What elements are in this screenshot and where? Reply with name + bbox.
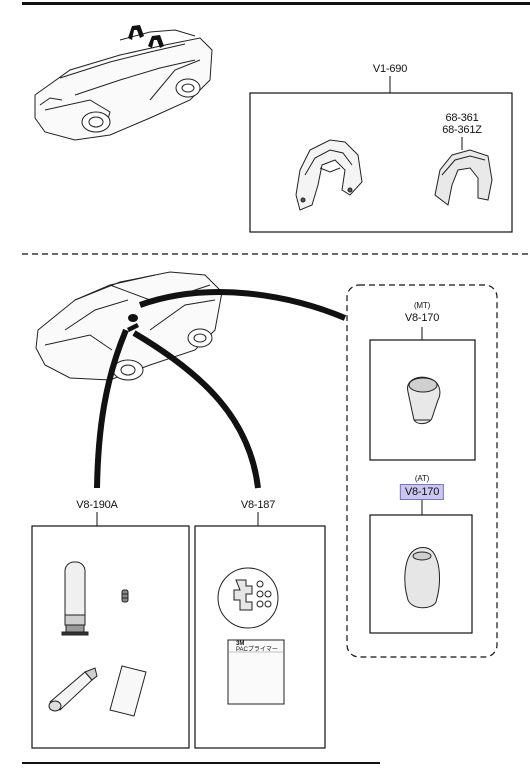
roll-bar-cover bbox=[434, 149, 493, 206]
cleaning-cloth bbox=[109, 665, 147, 717]
adhesive-tube bbox=[48, 667, 98, 712]
thick-leaders bbox=[94, 289, 347, 489]
at-knob-box bbox=[369, 514, 473, 634]
at-shift-knob bbox=[404, 547, 441, 609]
shift-pattern-tube bbox=[61, 561, 89, 636]
at-part-code-highlight: V8-170 bbox=[399, 484, 445, 500]
roll-bar-garnish-bracket bbox=[295, 139, 363, 211]
mt-shift-knob bbox=[407, 376, 441, 425]
v8-187-code: V8-187 bbox=[240, 499, 276, 511]
v1-690-code: V1-690 bbox=[372, 63, 408, 75]
v8-187-box bbox=[194, 525, 326, 749]
part-number-primary: 68-361 bbox=[445, 112, 479, 124]
roll-bar-covers-on-car bbox=[128, 25, 164, 48]
v8-190a-box bbox=[31, 525, 190, 749]
top-rule bbox=[22, 2, 530, 5]
primer-brand: 3M bbox=[236, 641, 245, 647]
leader-to-v8-190a bbox=[94, 328, 129, 489]
mt-knob-box bbox=[369, 339, 476, 461]
part-number-alt: 68-361Z bbox=[442, 124, 482, 136]
primer-packet bbox=[227, 639, 285, 705]
small-bolt bbox=[121, 589, 129, 603]
leader-to-v8-187 bbox=[132, 330, 261, 489]
shift-knob-location-marks bbox=[127, 314, 139, 332]
leader-to-mt-knob bbox=[138, 289, 347, 321]
car-illustration-top bbox=[34, 29, 213, 141]
primer-label: PACプライマー bbox=[236, 647, 278, 653]
shift-knob-group-outline bbox=[346, 284, 498, 658]
car-illustration-bottom bbox=[35, 271, 223, 381]
mt-part-code: V8-170 bbox=[404, 312, 440, 324]
v8-190a-code: V8-190A bbox=[76, 499, 118, 511]
mt-label: (MT) bbox=[413, 301, 431, 310]
at-label: (AT) bbox=[414, 474, 430, 483]
shift-pattern-emblem bbox=[217, 567, 279, 629]
v1-690-box bbox=[249, 92, 513, 233]
